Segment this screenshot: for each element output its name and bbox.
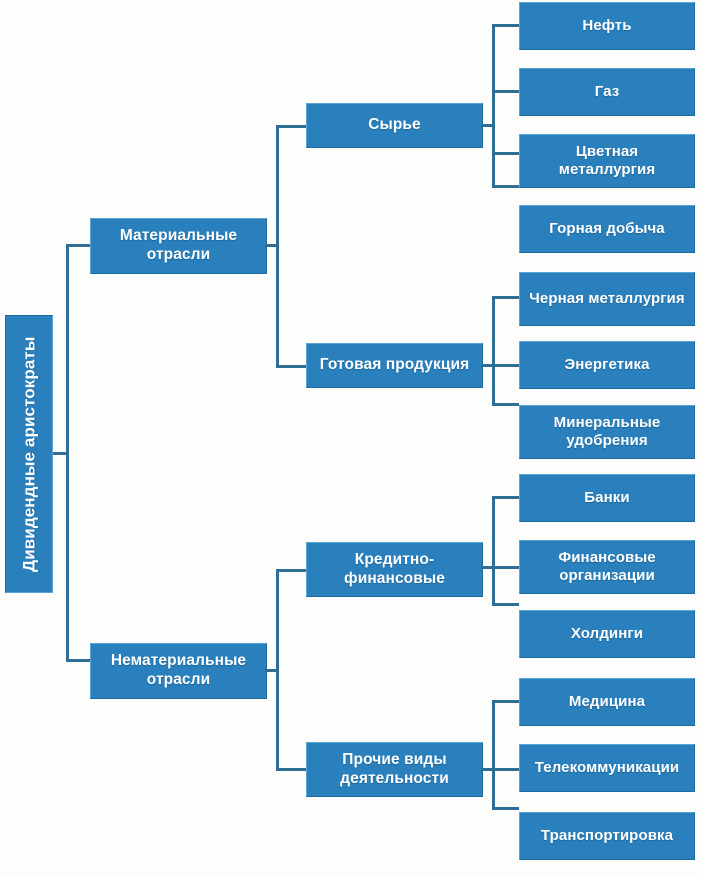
connector-stub-branch-1 — [276, 569, 306, 572]
node-gas[interactable]: Газ — [519, 68, 695, 116]
node-material-industries[interactable]: Материальные отрасли — [90, 218, 267, 274]
connector-stub-leaf-3 — [492, 603, 519, 606]
node-oil[interactable]: Нефть — [519, 2, 695, 50]
node-label: Транспортировка — [540, 826, 674, 844]
node-banks[interactable]: Банки — [519, 474, 695, 522]
node-label: Финансовые организации — [558, 548, 656, 584]
connector-stub-parent — [481, 124, 495, 127]
connector-stub-leaf-1 — [492, 496, 519, 499]
connector-spine — [492, 24, 495, 188]
node-label: Банки — [584, 488, 630, 506]
connector-stub-parent — [481, 364, 495, 367]
connector-stub-parent — [265, 244, 279, 247]
node-other-activities[interactable]: Прочие виды деятельности — [306, 742, 483, 797]
connector-spine — [492, 296, 495, 406]
connector-stub-leaf-4 — [492, 185, 519, 188]
node-label: Холдинги — [570, 624, 644, 642]
connector-stub-parent — [481, 566, 495, 569]
node-label: Телекоммуникации — [534, 758, 680, 776]
connector-stub-parent — [481, 768, 495, 771]
connector-spine — [492, 496, 495, 606]
node-transportation[interactable]: Транспортировка — [519, 812, 695, 860]
node-label: Нематериальные отрасли — [110, 652, 247, 688]
node-nonmaterial-industries[interactable]: Нематериальные отрасли — [90, 643, 267, 699]
connector-stub-parent — [265, 669, 279, 672]
node-mining[interactable]: Горная добыча — [519, 205, 695, 253]
node-financial-organizations[interactable]: Финансовые организации — [519, 540, 695, 594]
connector-stub-leaf-1 — [492, 296, 519, 299]
node-label: Горная добыча — [549, 219, 665, 237]
node-energy[interactable]: Энергетика — [519, 341, 695, 389]
connector-stub-leaf-3 — [492, 807, 519, 810]
connector-stub-branch-2 — [276, 365, 306, 368]
node-holdings[interactable]: Холдинги — [519, 610, 695, 658]
connector-stub-leaf-1 — [492, 24, 519, 27]
connector-spine — [492, 700, 495, 810]
node-label: Черная металлургия — [529, 289, 685, 307]
connector-stub-leaf-3 — [492, 152, 519, 155]
node-medicine[interactable]: Медицина — [519, 678, 695, 726]
node-nonferrous-metallurgy[interactable]: Цветная металлургия — [519, 134, 695, 188]
connector-stub-branch-1 — [276, 125, 306, 128]
node-telecommunications[interactable]: Телекоммуникации — [519, 744, 695, 792]
node-mineral-fertilizers[interactable]: Минеральные удобрения — [519, 405, 695, 459]
node-label: Энергетика — [564, 355, 650, 373]
node-label: Медицина — [568, 692, 646, 710]
node-finished-products[interactable]: Готовая продукция — [306, 343, 483, 388]
node-label: Готовая продукция — [319, 356, 470, 374]
node-label: Прочие виды деятельности — [340, 750, 449, 787]
node-credit-financial[interactable]: Кредитно-финансовые — [306, 542, 483, 597]
connector-stub-leaf-2 — [492, 566, 519, 569]
node-raw-materials[interactable]: Сырье — [306, 103, 483, 148]
node-label: Кредитно-финансовые — [344, 550, 445, 587]
connector-stub-leaf-1 — [492, 700, 519, 703]
node-label: Материальные отрасли — [119, 227, 238, 263]
connector-stub-leaf-2 — [492, 768, 519, 771]
node-ferrous-metallurgy[interactable]: Черная металлургия — [519, 272, 695, 326]
node-root-dividend-aristocrats[interactable]: Дивидендные аристократы — [5, 315, 53, 593]
connector-stub-root — [53, 452, 69, 455]
node-label: Цветная металлургия — [558, 142, 656, 178]
node-label: Минеральные удобрения — [553, 413, 661, 449]
node-label: Газ — [594, 82, 620, 100]
node-label: Дивидендные аристократы — [19, 336, 39, 572]
connector-stub-branch-2 — [66, 659, 92, 662]
node-label: Нефть — [582, 16, 632, 34]
connector-stub-branch-2 — [276, 768, 306, 771]
connector-stub-leaf-2 — [492, 90, 519, 93]
node-label: Сырье — [368, 116, 421, 134]
connector-stub-leaf-3 — [492, 403, 519, 406]
connector-stub-leaf-2 — [492, 364, 519, 367]
connector-stub-branch-1 — [66, 244, 92, 247]
